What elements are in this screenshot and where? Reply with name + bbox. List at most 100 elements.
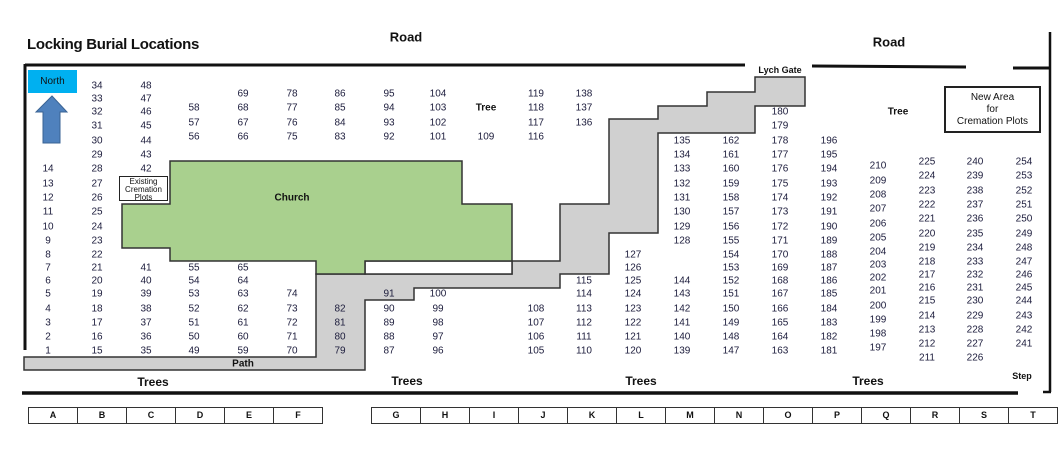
path-area <box>23 76 806 371</box>
plot-number: 101 <box>429 131 447 143</box>
plot-number: 107 <box>527 317 545 329</box>
path-label: Path <box>232 358 254 370</box>
plot-number: 77 <box>286 102 298 114</box>
plot-number: 241 <box>1015 338 1033 350</box>
plot-number: 69 <box>237 88 249 100</box>
grid-ref-cell: B <box>78 408 127 423</box>
plot-number: 216 <box>918 282 936 294</box>
plot-number: 70 <box>286 345 298 357</box>
plot-number: 232 <box>966 269 984 281</box>
plot-number: 125 <box>624 275 642 287</box>
plot-number: 81 <box>334 317 346 329</box>
plot-number: 176 <box>771 163 789 175</box>
plot-number: 179 <box>771 120 789 132</box>
plot-number: 243 <box>1015 310 1033 322</box>
plot-number: 135 <box>673 135 691 147</box>
plot-number: 138 <box>575 88 593 100</box>
plot-number: 188 <box>820 249 838 261</box>
north-label: North <box>28 70 77 93</box>
plot-number: 234 <box>966 242 984 254</box>
plot-number: 13 <box>42 178 54 190</box>
new-area-line: for <box>986 104 999 115</box>
plot-number: 105 <box>527 345 545 357</box>
plot-number: 40 <box>140 275 152 287</box>
plot-number: 89 <box>383 317 395 329</box>
plot-number: 12 <box>42 192 54 204</box>
plot-number: 86 <box>334 88 346 100</box>
plot-number: 161 <box>722 149 740 161</box>
plot-number: 124 <box>624 288 642 300</box>
plot-number: 244 <box>1015 295 1033 307</box>
grid-ref-cell: Q <box>862 408 911 423</box>
plot-number: 56 <box>188 131 200 143</box>
plot-number: 174 <box>771 192 789 204</box>
plot-number: 171 <box>771 235 789 247</box>
plot-number: 23 <box>91 235 103 247</box>
plot-number: 37 <box>140 317 152 329</box>
plot-number: 120 <box>624 345 642 357</box>
plot-number: 178 <box>771 135 789 147</box>
plot-number: 189 <box>820 235 838 247</box>
trees-label: Trees <box>852 374 884 388</box>
plot-number: 98 <box>432 317 444 329</box>
plot-number: 173 <box>771 206 789 218</box>
plot-number: 225 <box>918 156 936 168</box>
plot-number: 82 <box>334 303 346 315</box>
plot-number: 187 <box>820 262 838 274</box>
plot-number: 228 <box>966 324 984 336</box>
plot-number: 24 <box>91 221 103 233</box>
plot-number: 57 <box>188 117 200 129</box>
plot-number: 36 <box>140 331 152 343</box>
plot-number: 129 <box>673 221 691 233</box>
plot-number: 210 <box>869 160 887 172</box>
plot-number: 239 <box>966 170 984 182</box>
grid-ref-cell: D <box>176 408 225 423</box>
plot-number: 160 <box>722 163 740 175</box>
boundary-top-mid <box>811 64 967 69</box>
plot-number: 100 <box>429 288 447 300</box>
road-label: Road <box>872 34 906 50</box>
plot-number: 249 <box>1015 228 1033 240</box>
plot-number: 80 <box>334 331 346 343</box>
grid-ref-cell: H <box>421 408 470 423</box>
plot-number: 74 <box>286 288 298 300</box>
plot-number: 119 <box>528 88 544 100</box>
grid-ref-cell: T <box>1009 408 1058 423</box>
plot-number: 20 <box>91 275 103 287</box>
grid-ref-cell: C <box>127 408 176 423</box>
plot-number: 226 <box>966 352 984 364</box>
plot-number: 212 <box>918 338 936 350</box>
plot-number: 41 <box>140 262 152 274</box>
plot-number: 177 <box>771 149 789 161</box>
plot-number: 240 <box>966 156 984 168</box>
plot-number: 242 <box>1015 324 1033 336</box>
plot-number: 92 <box>383 131 395 143</box>
plot-number: 18 <box>91 303 103 315</box>
tree-label: Tree <box>475 102 497 114</box>
plot-number: 108 <box>527 303 545 315</box>
plot-number: 14 <box>42 163 54 175</box>
plot-number: 110 <box>576 345 592 357</box>
plot-number: 76 <box>286 117 298 129</box>
plot-number: 254 <box>1015 156 1033 168</box>
plot-number: 66 <box>237 131 249 143</box>
plot-number: 215 <box>918 295 936 307</box>
plot-number: 104 <box>429 88 447 100</box>
grid-ref-cell: R <box>911 408 960 423</box>
plot-number: 28 <box>91 163 103 175</box>
existing-cremation-plots-box: Existing Cremation Plots <box>119 176 168 202</box>
plot-number: 106 <box>527 331 545 343</box>
plot-number: 181 <box>820 345 838 357</box>
grid-ref-cell: P <box>813 408 862 423</box>
plot-number: 43 <box>140 149 152 161</box>
plot-number: 60 <box>237 331 249 343</box>
trees-label: Trees <box>625 374 657 388</box>
plot-number: 221 <box>918 213 936 225</box>
plot-number: 190 <box>820 221 838 233</box>
plot-number: 111 <box>576 331 592 343</box>
new-area-line: Cremation Plots <box>956 116 1029 127</box>
plot-number: 44 <box>140 135 152 147</box>
plot-number: 91 <box>383 288 395 300</box>
